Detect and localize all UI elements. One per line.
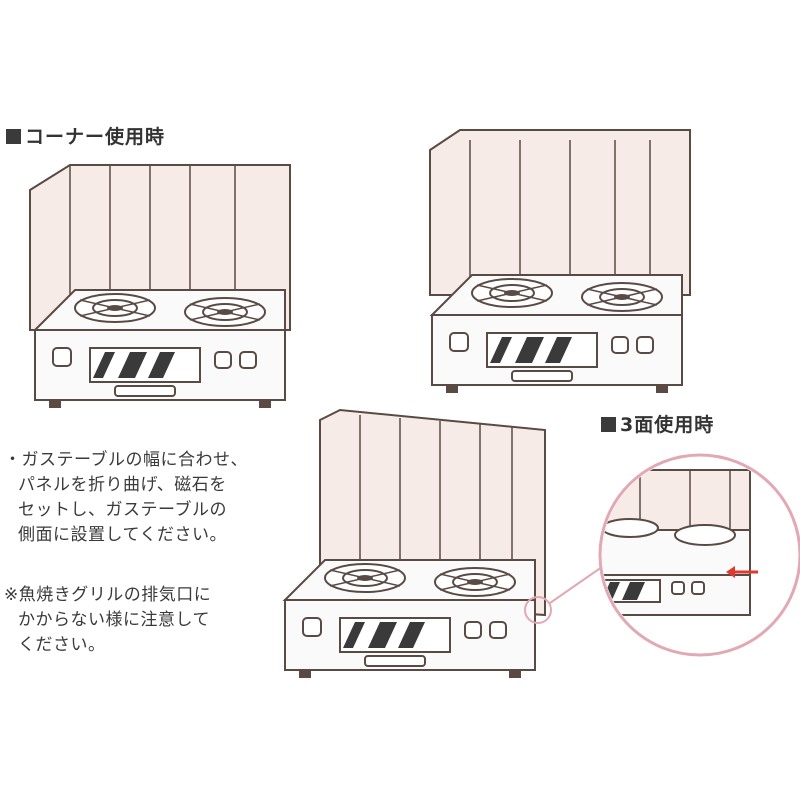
corner-use-side-illustration bbox=[429, 129, 691, 394]
caution-note: ※魚焼きグリルの排気口に かからない様に注意して ください。 bbox=[4, 583, 211, 658]
installation-instructions: ・ガステーブルの幅に合わせ、 パネルを折り曲げ、磁石を セットし、ガステーブルの… bbox=[4, 448, 248, 548]
instruction-line: セットし、ガステーブルの bbox=[18, 500, 227, 520]
square-bullet-icon bbox=[601, 417, 616, 432]
instruction-line: 側面に設置してください。 bbox=[18, 525, 227, 545]
three-side-use-heading: 3面使用時 bbox=[601, 410, 714, 437]
square-bullet-icon bbox=[6, 129, 21, 144]
three-side-use-title: 3面使用時 bbox=[620, 414, 715, 436]
corner-use-illustration bbox=[29, 164, 291, 409]
note-line: かからない様に注意して bbox=[18, 610, 210, 630]
three-side-use-illustration bbox=[284, 408, 613, 679]
note-line: ください。 bbox=[18, 635, 106, 655]
instruction-line: ・ガステーブルの幅に合わせ、 bbox=[4, 450, 248, 470]
magnet-detail-callout bbox=[598, 453, 800, 657]
note-line: ※魚焼きグリルの排気口に bbox=[4, 585, 212, 605]
corner-use-title: コーナー使用時 bbox=[25, 126, 166, 148]
instruction-line: パネルを折り曲げ、磁石を bbox=[18, 475, 227, 495]
corner-use-heading: コーナー使用時 bbox=[6, 122, 165, 149]
